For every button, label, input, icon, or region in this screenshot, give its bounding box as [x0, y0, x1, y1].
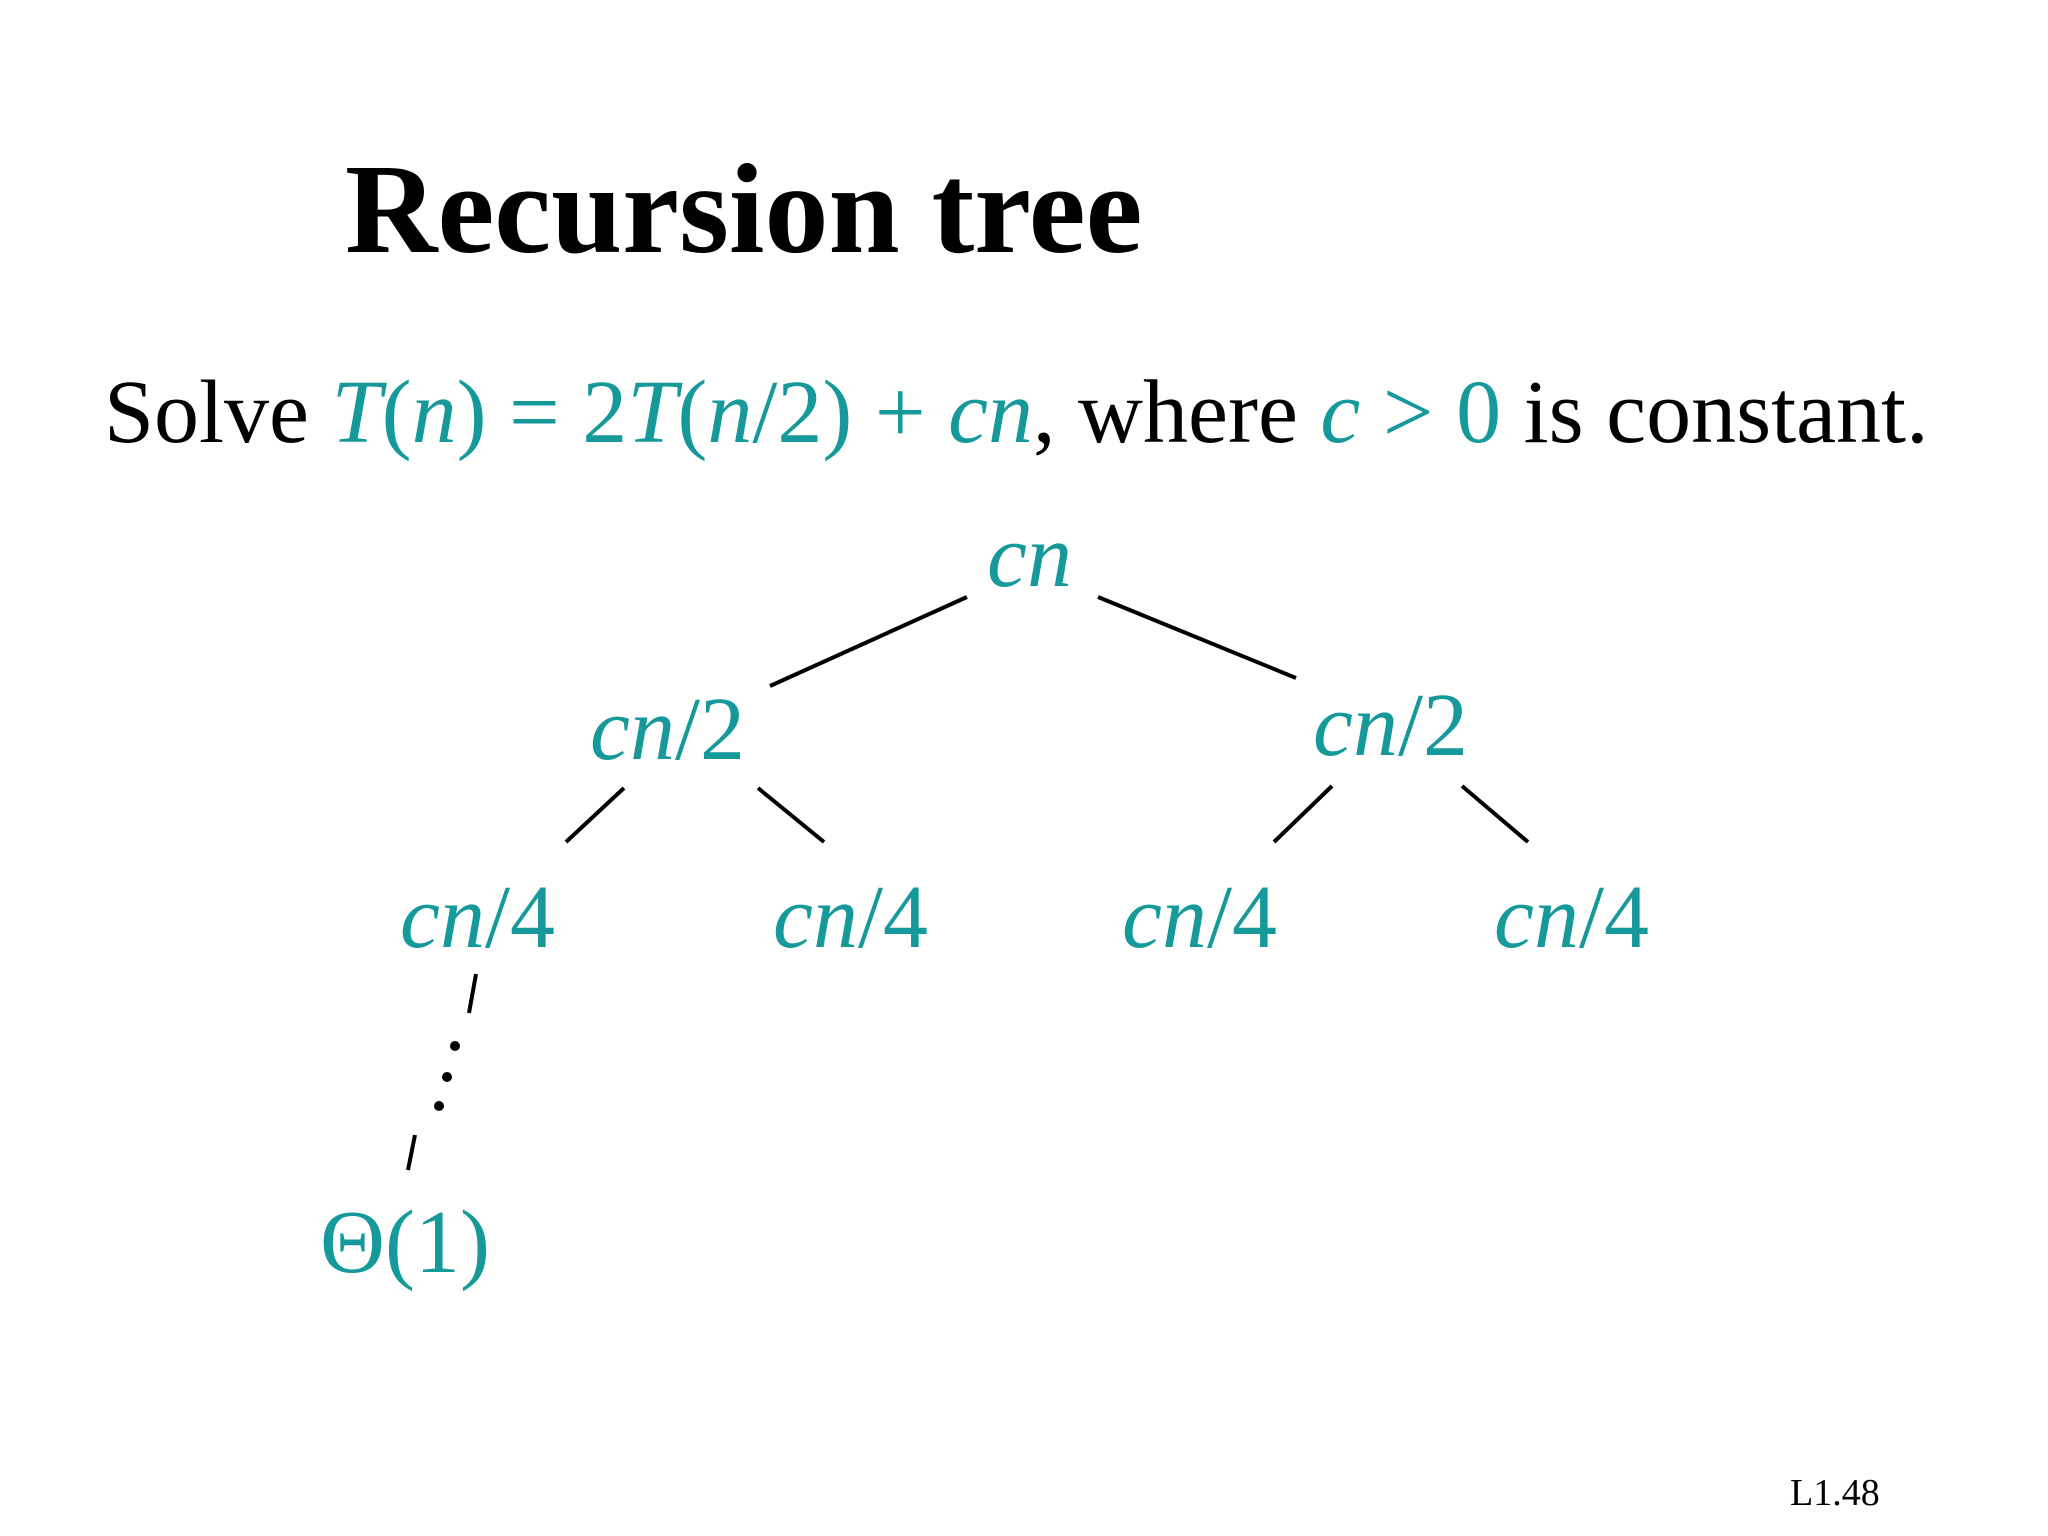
edge-right-left [1272, 784, 1334, 844]
recurrence-open-paren-sub: ( [677, 363, 708, 462]
tree-leaf-base-case: Θ(1) [320, 1193, 490, 1292]
recurrence-half-plus: /2) + [752, 363, 949, 462]
node-cn: cn [590, 680, 675, 779]
recurrence-cn: cn [948, 363, 1034, 462]
recurrence-open-paren: ( [381, 363, 412, 462]
node-suffix: /2 [674, 680, 745, 779]
node-cn: cn [987, 507, 1072, 606]
where-text: , where [1033, 363, 1321, 462]
tree-node-level1-left: cn/2 [590, 685, 745, 775]
node-suffix: /4 [484, 868, 555, 967]
ellipsis-dot [434, 1101, 444, 1111]
recurrence-n: n [411, 363, 457, 462]
edge-left-right [756, 786, 826, 844]
ellipsis-dot [450, 1041, 460, 1051]
tree-node-root: cn [987, 512, 1072, 602]
is-constant-text: is constant. [1501, 363, 1929, 462]
tree-node-level2-1: cn/4 [400, 873, 555, 963]
edge-path-bottom [406, 1134, 417, 1171]
edge-root-right [1097, 595, 1297, 680]
node-cn: cn [1494, 868, 1579, 967]
recurrence-equation: T(n) = 2T(n/2) + cn [332, 363, 1034, 462]
edge-left-left [564, 786, 626, 844]
constant-condition: c > 0 [1320, 363, 1501, 462]
node-suffix: /4 [1206, 868, 1277, 967]
edge-right-right [1460, 784, 1530, 844]
solve-text: Solve [104, 363, 332, 462]
tree-node-level2-3: cn/4 [1122, 873, 1277, 963]
node-suffix: /4 [857, 868, 928, 967]
recurrence-n-sub: n [707, 363, 753, 462]
recurrence-equals-two: ) = 2 [456, 363, 628, 462]
slide-title: Recursion tree [345, 138, 1143, 280]
edge-root-left [769, 595, 968, 688]
node-suffix: /4 [1578, 868, 1649, 967]
tree-node-level1-right: cn/2 [1313, 681, 1468, 771]
node-cn: cn [773, 868, 858, 967]
recurrence-T: T [331, 363, 382, 462]
tree-node-level2-4: cn/4 [1494, 873, 1649, 963]
recurrence-T-sub: T [627, 363, 678, 462]
node-cn: cn [400, 868, 485, 967]
constant-c: c [1320, 363, 1361, 462]
node-cn: cn [1122, 868, 1207, 967]
constant-gt-zero: > 0 [1360, 363, 1502, 462]
edge-path-top [467, 973, 478, 1014]
node-cn: cn [1313, 676, 1398, 775]
problem-statement: Solve T(n) = 2T(n/2) + cn, where c > 0 i… [104, 368, 1929, 458]
ellipsis-dot [442, 1072, 452, 1082]
slide-number: L1.48 [1790, 1472, 1880, 1514]
tree-node-level2-2: cn/4 [773, 873, 928, 963]
node-suffix: /2 [1397, 676, 1468, 775]
